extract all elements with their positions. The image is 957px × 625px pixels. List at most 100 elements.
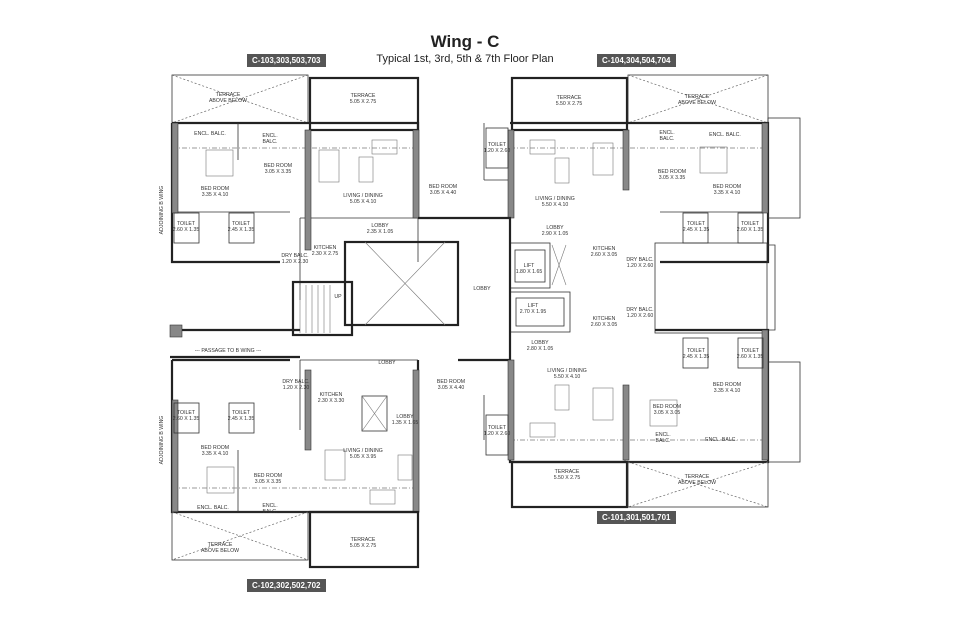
room-name: KITCHEN — [314, 245, 337, 251]
room-dimensions: 1.20 X 2.30 — [282, 259, 309, 265]
svg-text:TERRACE: TERRACE — [216, 92, 241, 98]
room-dimensions: 3.35 X 4.10 — [202, 192, 229, 198]
room-name: LOBBY — [371, 223, 389, 229]
svg-text:TERRACE: TERRACE — [685, 94, 710, 100]
room-dimensions: 1.20 X 2.60 — [627, 313, 654, 319]
room-dimensions: 2.30 X 3.30 — [318, 398, 345, 404]
room-dimensions: 2.60 X 3.05 — [591, 252, 618, 258]
svg-text:ABOVE BELOW: ABOVE BELOW — [209, 98, 247, 104]
room-label: ENCL.BALC. — [262, 503, 277, 515]
room-name: BED ROOM — [264, 163, 292, 169]
room-name: TOILET — [177, 221, 196, 227]
unit-badge-bottom-right: C-101,301,501,701 — [597, 511, 676, 524]
room-dimensions: 1.35 X 1.65 — [392, 420, 419, 426]
room-name: BED ROOM — [437, 379, 465, 385]
room-dimensions: BALC. — [660, 136, 675, 142]
room-dimensions: 2.60 X 1.35 — [737, 227, 764, 233]
room-name: KITCHEN — [320, 392, 343, 398]
room-dimensions: 2.60 X 1.35 — [737, 354, 764, 360]
room-dimensions: 2.70 X 1.95 — [520, 309, 547, 315]
room-name: DRY BALC. — [281, 253, 308, 259]
svg-text:ABOVE BELOW: ABOVE BELOW — [678, 100, 716, 106]
room-name: TERRACE — [555, 469, 580, 475]
room-name: ENCL. BALC. — [709, 132, 741, 138]
room-dimensions: 5.05 X 4.10 — [350, 199, 377, 205]
room-dimensions: 1.20 X 2.30 — [283, 385, 310, 391]
svg-text:ABOVE BELOW: ABOVE BELOW — [678, 480, 716, 486]
room-dimensions: 2.80 X 1.05 — [527, 346, 554, 352]
room-dimensions: 3.05 X 3.35 — [255, 479, 282, 485]
room-name: ENCL. — [262, 133, 277, 139]
room-name: TOILET — [687, 348, 706, 354]
room-name: KITCHEN — [593, 316, 616, 322]
room-name: LIVING / DINING — [343, 193, 383, 199]
room-dimensions: 5.50 X 2.75 — [556, 101, 583, 107]
room-name: BED ROOM — [713, 382, 741, 388]
room-dimensions: 2.30 X 2.75 — [312, 251, 339, 257]
room-label: ENCL. BALC. — [705, 437, 737, 443]
room-name: TERRACE — [351, 93, 376, 99]
room-dimensions: 2.45 X 1.35 — [228, 227, 255, 233]
svg-text:TERRACE: TERRACE — [685, 474, 710, 480]
room-name: TOILET — [488, 425, 507, 431]
room-dimensions: 2.45 X 1.35 — [683, 354, 710, 360]
room-label: DRY BALC.1.20 X 2.30 — [281, 253, 308, 265]
room-name: LIVING / DINING — [535, 196, 575, 202]
lobby-label: LOBBY — [473, 286, 491, 292]
room-name: ENCL. — [659, 130, 674, 136]
room-dimensions: 2.35 X 1.05 — [367, 229, 394, 235]
room-name: DRY BALC. — [282, 379, 309, 385]
room-dimensions: 5.05 X 3.95 — [350, 454, 377, 460]
room-name: LIVING / DINING — [343, 448, 383, 454]
room-name: TOILET — [687, 221, 706, 227]
room-dimensions: 2.90 X 1.05 — [542, 231, 569, 237]
unit-badge-top-right: C-104,304,504,704 — [597, 54, 676, 67]
room-dimensions: 1.20 X 2.60 — [484, 431, 511, 437]
room-name: TOILET — [741, 348, 760, 354]
room-name: LIFT — [524, 263, 535, 269]
room-name: TOILET — [232, 410, 251, 416]
room-name: LOBBY — [531, 340, 549, 346]
room-name: KITCHEN — [593, 246, 616, 252]
room-label: ENCL. BALC. — [197, 505, 229, 511]
room-name: TOILET — [177, 410, 196, 416]
lobby-label: LOBBY — [378, 360, 396, 366]
room-name: BED ROOM — [201, 445, 229, 451]
room-dimensions: 2.45 X 1.35 — [228, 416, 255, 422]
room-dimensions: BALC. — [263, 509, 278, 515]
room-name: LIFT — [528, 303, 539, 309]
room-label: ENCL. BALC. — [709, 132, 741, 138]
unit-badge-top-left: C-103,303,503,703 — [247, 54, 326, 67]
room-dimensions: 3.05 X 3.35 — [659, 175, 686, 181]
room-name: TOILET — [488, 142, 507, 148]
room-dimensions: 3.05 X 3.05 — [654, 410, 681, 416]
room-dimensions: BALC. — [656, 438, 671, 444]
walls — [169, 74, 801, 569]
room-label: DRY BALC.1.20 X 2.60 — [626, 257, 653, 269]
room-dimensions: 1.80 X 1.65 — [516, 269, 543, 275]
room-name: BED ROOM — [658, 169, 686, 175]
